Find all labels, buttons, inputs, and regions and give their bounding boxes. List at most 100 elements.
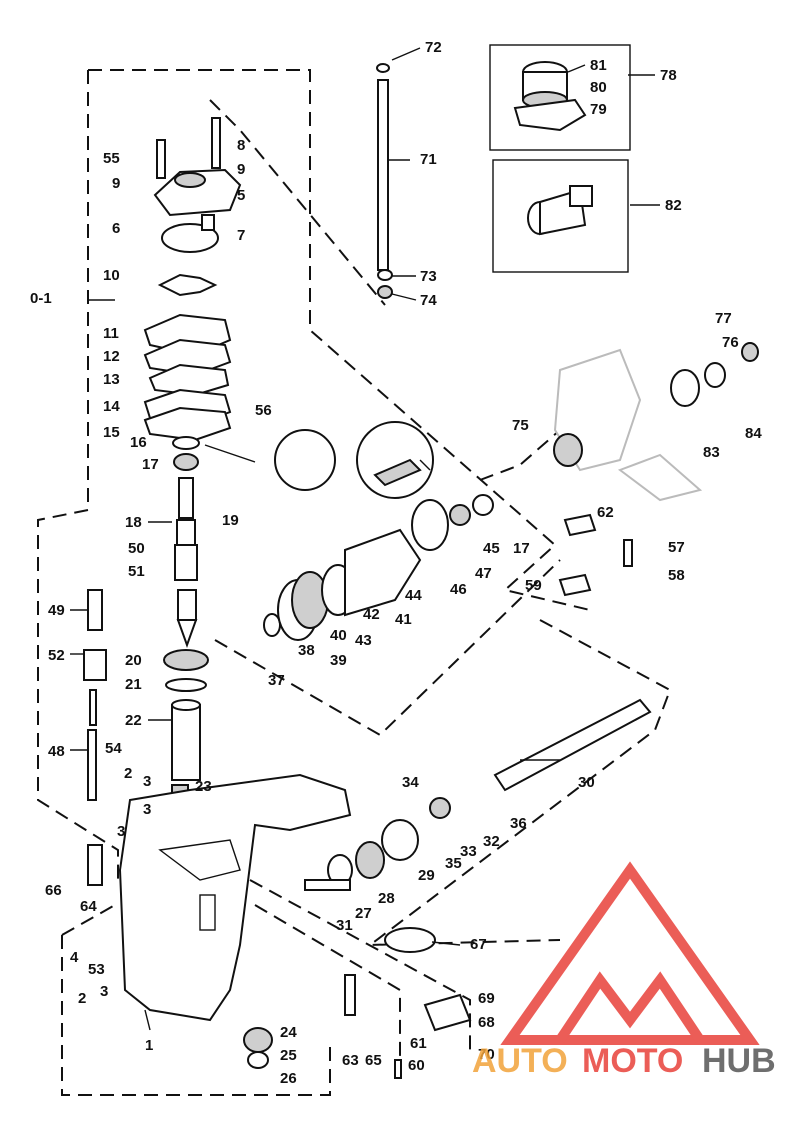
label-15: 15: [103, 424, 120, 441]
label-83: 83: [703, 444, 720, 461]
label-53: 53: [88, 961, 105, 978]
label-59: 59: [525, 577, 542, 594]
label-51: 51: [128, 563, 145, 580]
label-45: 45: [483, 540, 500, 557]
right-side-parts: [558, 513, 633, 597]
label-34: 34: [402, 774, 419, 791]
label-44: 44: [405, 587, 422, 604]
label-41: 41: [395, 611, 412, 628]
label-56: 56: [255, 402, 272, 419]
label-48: 48: [48, 743, 65, 760]
label-46: 46: [450, 581, 467, 598]
label-42: 42: [363, 606, 380, 623]
label-65: 65: [365, 1052, 382, 1069]
label-68: 68: [478, 1014, 495, 1031]
label-0-1: 0-1: [30, 290, 52, 307]
label-1: 1: [145, 1037, 153, 1054]
label-72: 72: [425, 39, 442, 56]
leader-lines: [70, 47, 660, 1031]
water-pump-stack: [143, 117, 242, 471]
label-31: 31: [336, 917, 353, 934]
label-22: 22: [125, 712, 142, 729]
label-39: 39: [330, 652, 347, 669]
label-73: 73: [420, 268, 437, 285]
label-60: 60: [408, 1057, 425, 1074]
propeller-ghost: [274, 342, 759, 502]
label-2a: 2: [124, 765, 132, 782]
label-74: 74: [420, 292, 437, 309]
label-18: 18: [125, 514, 142, 531]
label-69: 69: [478, 990, 495, 1007]
water-tube-71: [376, 63, 393, 299]
label-19: 19: [222, 512, 239, 529]
logo-triangle-mark: [500, 861, 760, 1045]
label-7: 7: [237, 227, 245, 244]
callout-labels: 72 71 73 74 81 80 79 78 82 55 9 8 9 5 6 …: [30, 39, 762, 1087]
label-70: 70: [478, 1046, 495, 1063]
label-5: 5: [237, 187, 245, 204]
label-50: 50: [128, 540, 145, 557]
label-54: 54: [105, 740, 122, 757]
label-3a: 3: [143, 773, 151, 790]
label-63: 63: [342, 1052, 359, 1069]
label-20: 20: [125, 652, 142, 669]
label-17a: 17: [142, 456, 159, 473]
label-40: 40: [330, 627, 347, 644]
label-76: 76: [722, 334, 739, 351]
label-71: 71: [420, 151, 437, 168]
shift-shaft: [83, 589, 107, 801]
label-14: 14: [103, 398, 120, 415]
label-8: 8: [237, 137, 245, 154]
driveshaft-18: [163, 477, 209, 808]
label-28: 28: [378, 890, 395, 907]
label-27: 27: [355, 905, 372, 922]
gear-cluster: [263, 494, 494, 641]
label-12: 12: [103, 348, 120, 365]
label-29: 29: [418, 867, 435, 884]
label-55: 55: [103, 150, 120, 167]
label-80: 80: [590, 79, 607, 96]
label-82: 82: [665, 197, 682, 214]
assembly-boundaries: [37, 69, 672, 1096]
label-13: 13: [103, 371, 120, 388]
label-78: 78: [660, 67, 677, 84]
label-3b: 3: [143, 801, 151, 818]
label-67: 67: [470, 936, 487, 953]
label-25: 25: [280, 1047, 297, 1064]
label-35: 35: [445, 855, 462, 872]
label-75: 75: [512, 417, 529, 434]
label-6: 6: [112, 220, 120, 237]
lower-parts: [87, 844, 472, 1079]
label-9b: 9: [237, 161, 245, 178]
label-62: 62: [597, 504, 614, 521]
logo-text-moto: MOTO: [582, 1042, 683, 1080]
label-49: 49: [48, 602, 65, 619]
label-16: 16: [130, 434, 147, 451]
label-3c: 3: [117, 823, 125, 840]
label-57: 57: [668, 539, 685, 556]
label-43: 43: [355, 632, 372, 649]
label-84: 84: [745, 425, 762, 442]
label-32: 32: [483, 833, 500, 850]
label-33: 33: [460, 843, 477, 860]
propeller-shaft-30: [304, 698, 652, 953]
label-26: 26: [280, 1070, 297, 1087]
label-3d: 3: [100, 983, 108, 1000]
label-81: 81: [590, 57, 607, 74]
label-11: 11: [103, 325, 119, 342]
label-30: 30: [578, 774, 595, 791]
label-10: 10: [103, 267, 120, 284]
inset-box-82: [492, 159, 629, 273]
label-64: 64: [80, 898, 97, 915]
label-2b: 2: [78, 990, 86, 1007]
label-4: 4: [70, 949, 79, 966]
label-24: 24: [280, 1024, 297, 1041]
label-37: 37: [268, 672, 285, 689]
inset-box-78: [489, 44, 631, 151]
label-36: 36: [510, 815, 527, 832]
label-77: 77: [715, 310, 732, 327]
label-58: 58: [668, 567, 685, 584]
label-38: 38: [298, 642, 315, 659]
label-61: 61: [410, 1035, 427, 1052]
